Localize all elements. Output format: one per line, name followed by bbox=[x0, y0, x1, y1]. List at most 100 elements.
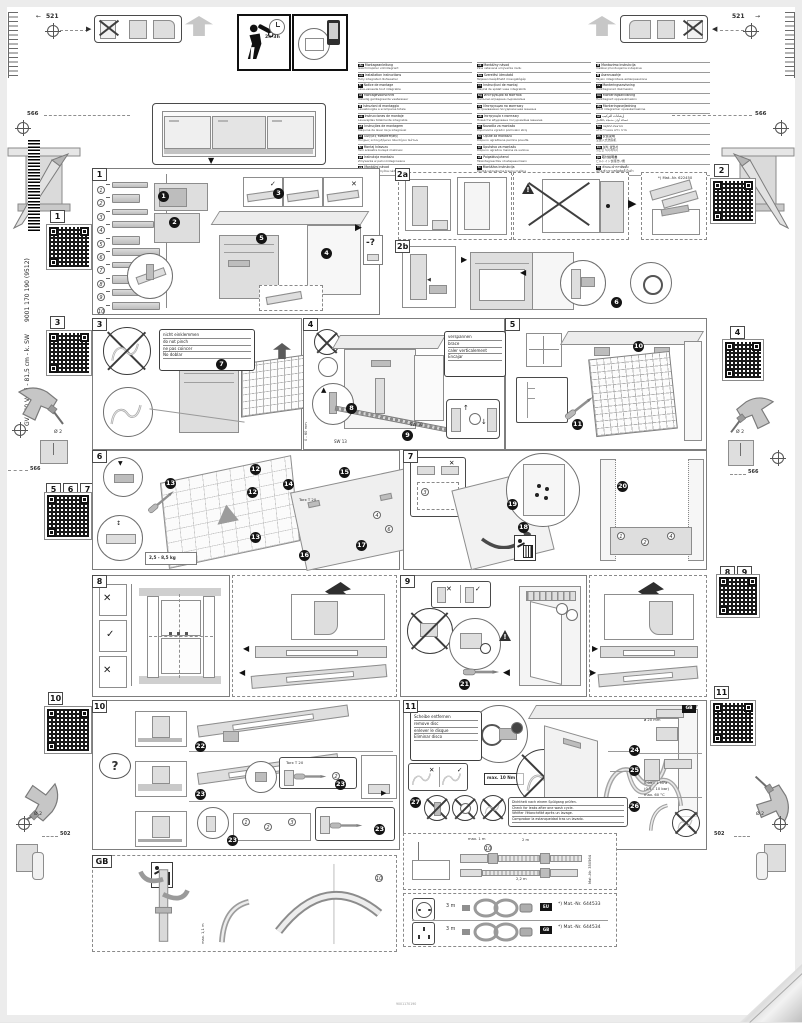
pressure-mpa-label: 0,05 – 1 MPa bbox=[644, 781, 667, 785]
hose-end-sketch bbox=[664, 759, 692, 769]
qr-code-step-11 bbox=[710, 700, 756, 746]
step-2a-number: 2a bbox=[395, 168, 410, 181]
barcode bbox=[28, 140, 40, 232]
step-5-panel: 5 10 11 bbox=[505, 318, 707, 450]
note-line-es: Eliminar disco bbox=[414, 734, 478, 741]
gb-section-label: GB bbox=[92, 855, 112, 868]
arrow-right-icon: ▶ bbox=[86, 25, 91, 33]
note-line-de: nicht einklemmen bbox=[163, 332, 251, 339]
qr-code-steps-8-9 bbox=[716, 574, 760, 618]
language-subtitle: Fully integrated dishwasher bbox=[358, 78, 472, 82]
magnifier-circle-icon bbox=[298, 28, 330, 60]
drill-diameter-label: Ø 2 bbox=[34, 812, 42, 817]
note-line-es: Comprobar la estanqueidad tras un lavado… bbox=[512, 817, 624, 823]
step-7-panel: 7 ✕ 3 19 18 1 2 4 20 bbox=[403, 450, 707, 570]
clamp-detail-circle: ▼ bbox=[103, 457, 143, 497]
alignment-diagram bbox=[139, 588, 221, 684]
page-curl bbox=[740, 964, 802, 1022]
note-line-en: remove disc bbox=[414, 721, 478, 728]
template-sheet-sketch bbox=[588, 351, 678, 437]
language-subtitle: Plne vstavaná umývačka riadu bbox=[477, 67, 591, 71]
eu-socket-icon bbox=[412, 898, 435, 921]
drill-target-icon bbox=[47, 25, 59, 37]
part-ref-circle: 2 bbox=[641, 538, 649, 546]
step-marker: 23 bbox=[335, 779, 346, 790]
gb-drain-panel: GB max. 1,1 m 10 bbox=[92, 855, 397, 952]
check-icon: ✓ bbox=[106, 629, 114, 640]
coupling bbox=[540, 868, 550, 878]
hose-segment bbox=[460, 869, 482, 877]
niche-sketch: ◀ bbox=[402, 246, 456, 308]
cylinder-sketch bbox=[756, 852, 768, 880]
parts-list-row: 10 bbox=[97, 298, 163, 311]
language-subtitle: Πλήρως εντοιχιζόμενο πλυντήριο πιάτων bbox=[358, 139, 472, 143]
dim-521-left: 521 bbox=[46, 13, 59, 20]
leader-line bbox=[610, 771, 630, 772]
down-arrow-icon: ▼ bbox=[208, 156, 214, 165]
plinth-rail-sketch bbox=[197, 704, 349, 737]
step-marker: 20 bbox=[617, 481, 628, 492]
screwdriver-icon bbox=[463, 666, 501, 678]
language-subtitle: Täysin integroitava astianpesukone bbox=[596, 78, 710, 82]
cabinet-sketch bbox=[519, 586, 581, 686]
niche-sketch bbox=[405, 179, 451, 231]
drill-target-icon bbox=[745, 25, 757, 37]
step-marker: 8 bbox=[346, 403, 357, 414]
door-adjust-pictogram: ↑ ↓ bbox=[446, 399, 500, 439]
language-subtitle: Teljesen beépíthető mosogatógép bbox=[477, 78, 591, 82]
leader-line bbox=[608, 751, 630, 752]
note-line-fr: ne pas coincer bbox=[163, 346, 251, 353]
language-subtitle: Tam ankastre bulaşık makinesi bbox=[358, 149, 472, 153]
step-9-panel: 9 ✕ ✓ 21 ◀ bbox=[400, 575, 587, 697]
arrow-right-icon: ▶ bbox=[381, 789, 386, 797]
smartphone-icon bbox=[327, 20, 340, 45]
arrow-right-icon: ▶ bbox=[461, 255, 467, 264]
part-number-circle: 10 bbox=[97, 307, 105, 315]
up-arrow-icon bbox=[185, 16, 213, 36]
eu-cord-badge: EU bbox=[540, 903, 552, 911]
qr-step-ref-1: 1 bbox=[50, 210, 65, 223]
hose-segment bbox=[460, 854, 488, 863]
screwdriver-icon bbox=[330, 820, 364, 831]
gb-max-height-label: max. 1,1 m bbox=[201, 902, 209, 944]
door-weight-label-box: 2,5 - 8,5 kg bbox=[145, 552, 197, 565]
dim-566-right: 566 bbox=[755, 111, 766, 117]
arrow-left-icon: ◀ bbox=[503, 668, 510, 678]
drill-target-icon bbox=[772, 452, 784, 464]
language-subtitle: Potpuno ugradbena perilica posuđa bbox=[477, 139, 591, 143]
language-subtitle: Volledig geïntegreerde vaatwasser bbox=[358, 98, 472, 102]
cabinet-front-variant-3 bbox=[135, 811, 187, 847]
step-marker: 21 bbox=[459, 679, 470, 690]
small-part-sketch bbox=[367, 254, 379, 261]
step-marker: 27 bbox=[410, 797, 421, 808]
worktop-pencil-sketch-left bbox=[6, 132, 82, 232]
qr-code-steps-5-7 bbox=[44, 492, 92, 540]
gb-badge: GB bbox=[682, 705, 696, 713]
screwdriver-icon bbox=[294, 771, 328, 782]
arrow-right-icon: ▶ bbox=[590, 668, 596, 677]
panel-edge-detail-circle: ↕ bbox=[97, 515, 143, 561]
coupling bbox=[488, 853, 498, 864]
cross-icon: ✕ bbox=[103, 593, 111, 604]
step-8-number: 8 bbox=[92, 575, 107, 588]
step-8-detail-dashed: ◀ ◀ bbox=[232, 575, 397, 697]
check-icon: ✓ bbox=[457, 766, 462, 774]
hose-extension-panel: max. 1 m 10 2 m 2,2 m Mat.-Nr. 350564 bbox=[403, 833, 617, 890]
language-subtitle: מדיח כלים אינטגרלי מלא bbox=[596, 129, 710, 133]
arrow-left-icon: ← bbox=[36, 13, 41, 20]
qr-code-step-2 bbox=[710, 178, 756, 224]
disc-note: Scheibe entfernen remove disc enlever le… bbox=[410, 711, 482, 761]
cabinet-sketch bbox=[542, 179, 600, 233]
note-line-en: do not pinch bbox=[163, 339, 251, 346]
arrow-right-icon: → bbox=[755, 13, 760, 20]
doc-number-label: 9001 170 190 (9512) bbox=[24, 258, 31, 322]
arrow-left-icon: ◀ bbox=[427, 277, 431, 283]
note-line-es: Encajar bbox=[448, 354, 502, 361]
